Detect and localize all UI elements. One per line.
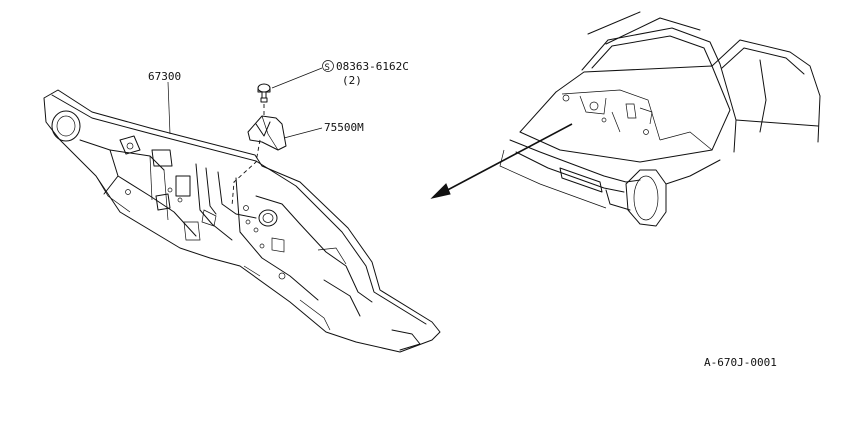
- bolt-symbol-circle: [322, 60, 334, 72]
- vehicle-drawing: [499, 11, 821, 227]
- bracket-to-panel-dashed-line: [231, 139, 261, 207]
- leader-67300: [167, 81, 171, 135]
- bolt-symbol: S: [325, 63, 330, 73]
- leader-75500m: [283, 127, 323, 139]
- bolt-drawing: [257, 83, 271, 103]
- label-bolt-group: S 08363-6162C (2): [322, 60, 409, 87]
- label-bolt-qty: (2): [342, 74, 362, 87]
- bracket-drawing: [247, 115, 287, 151]
- label-bolt-code: 08363-6162C: [336, 60, 409, 73]
- diagram-reference-code: A-670J-0001: [704, 356, 777, 369]
- label-dash-panel: 67300: [148, 70, 181, 83]
- label-bracket: 75500M: [324, 121, 364, 134]
- dash-panel-drawing: [43, 89, 441, 353]
- direction-arrow: [430, 123, 573, 199]
- leader-bolt: [271, 67, 323, 89]
